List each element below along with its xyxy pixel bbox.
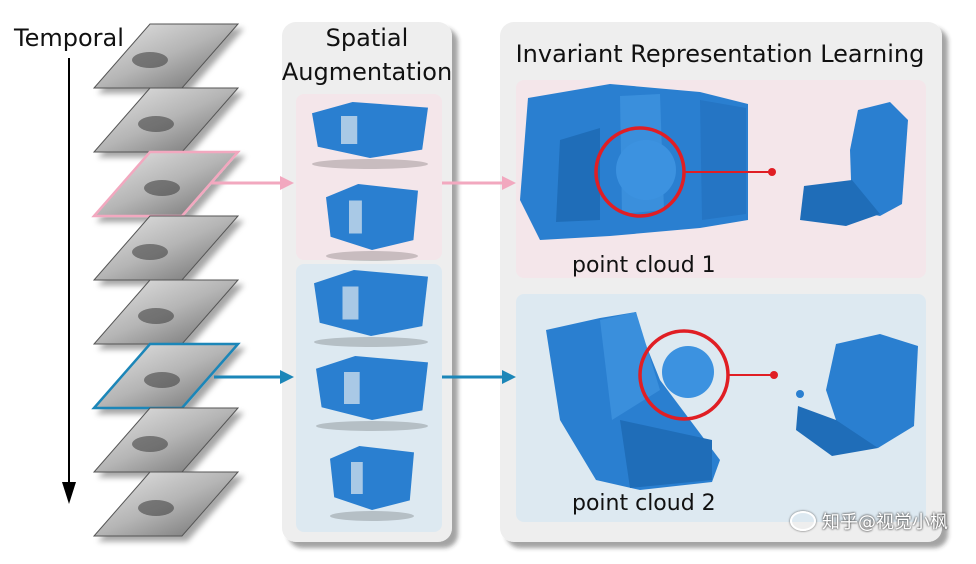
arrow-right-icon xyxy=(442,370,516,384)
temporal-label: Temporal xyxy=(13,24,124,52)
point-cloud-2-label: point cloud 2 xyxy=(572,491,716,516)
depth-frame xyxy=(92,471,240,537)
depth-frame-stack xyxy=(91,23,241,537)
point-cloud-1-scene xyxy=(520,84,748,240)
depth-frame xyxy=(92,215,240,281)
augmented-point-cloud xyxy=(330,446,414,521)
spatial-title-line1: Spatial xyxy=(326,24,409,52)
red-circle-icon xyxy=(594,126,776,218)
watermark: 知乎@视觉小枫 xyxy=(790,508,948,534)
depth-frame xyxy=(92,279,240,345)
depth-frame xyxy=(91,150,241,218)
wechat-icon xyxy=(790,511,816,531)
arrow-right-icon xyxy=(212,176,294,190)
point-cloud-2-scene xyxy=(546,312,720,490)
depth-frame xyxy=(92,87,240,153)
invariant-title: Invariant Representation Learning xyxy=(516,40,925,68)
point-cloud-1-label: point cloud 1 xyxy=(572,253,716,278)
invariant-learning-panel: Invariant Representation Learning point … xyxy=(500,22,942,542)
augmented-point-cloud xyxy=(312,102,428,169)
red-circle-icon xyxy=(638,329,778,421)
chair-crop-2 xyxy=(796,334,918,456)
arrow-down-icon xyxy=(62,58,76,504)
depth-frame xyxy=(92,407,240,473)
arrow-right-icon xyxy=(214,370,294,384)
augmented-point-cloud xyxy=(314,270,428,347)
spatial-title-line2: Augmentation xyxy=(282,58,452,86)
spatial-augmentation-panel: Spatial Augmentation xyxy=(282,22,452,542)
watermark-text: 知乎@视觉小枫 xyxy=(822,512,948,533)
augmented-point-cloud xyxy=(316,356,428,431)
arrow-right-icon xyxy=(442,176,516,190)
augmented-point-cloud xyxy=(326,184,418,261)
chair-crop-1 xyxy=(800,102,908,226)
